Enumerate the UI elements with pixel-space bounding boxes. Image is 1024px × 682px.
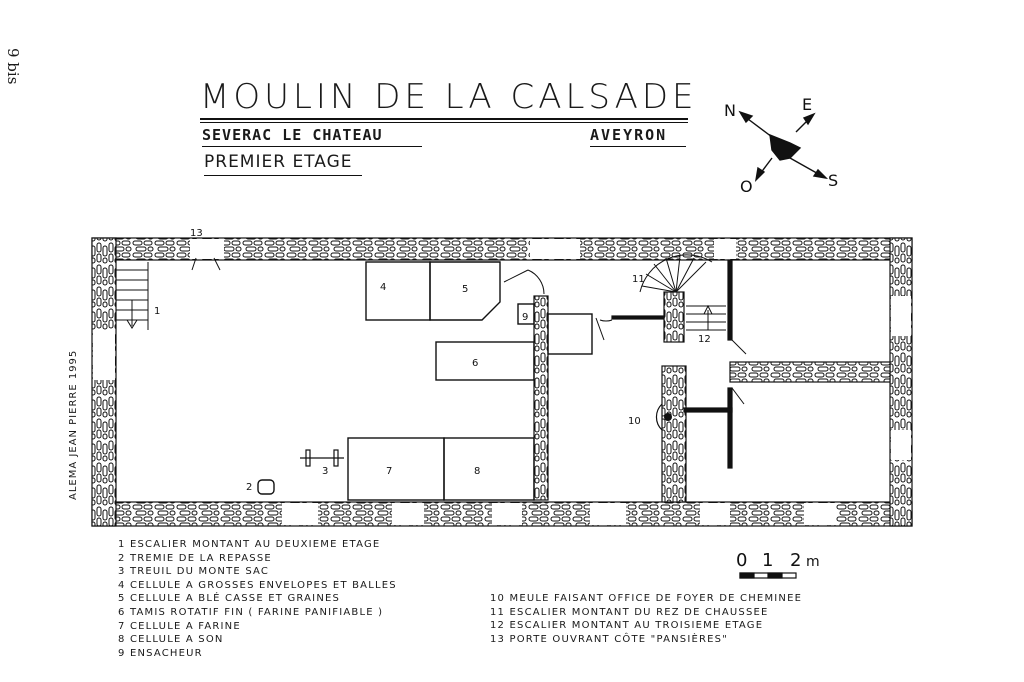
label-6: 6 — [472, 358, 478, 369]
scale-2: 2 — [790, 550, 801, 571]
label-13: 13 — [190, 228, 203, 239]
legend-item: 1 ESCALIER MONTANT AU DEUXIEME ETAGE — [118, 539, 381, 550]
label-7: 7 — [386, 466, 392, 477]
sieve-outline — [547, 313, 593, 355]
label-12: 12 — [698, 334, 711, 345]
cells — [257, 261, 593, 501]
cell-4 — [365, 261, 431, 321]
label-1: 1 — [154, 306, 160, 317]
scale-1: 1 — [762, 550, 773, 571]
label-4: 4 — [380, 282, 386, 293]
compass-e: E — [802, 95, 812, 114]
interior-walls — [533, 259, 891, 503]
scale-0: 0 — [736, 550, 747, 571]
legend-item: 13 PORTE OUVRANT CÔTE "PANSIÈRES" — [490, 633, 729, 645]
legend-item: 11 ESCALIER MONTANT DU REZ DE CHAUSSEE — [490, 606, 769, 618]
floor-label: PREMIER ETAGE — [204, 152, 353, 172]
label-9: 9 — [522, 312, 528, 323]
stair-12 — [686, 304, 726, 331]
scale-unit: m — [806, 554, 820, 570]
plan-title: MOULIN DE LA CALSADE — [200, 77, 698, 117]
stair-1 — [116, 262, 149, 330]
compass-s: S — [828, 171, 838, 190]
cell-7 — [347, 437, 445, 501]
legend-item: 6 TAMIS ROTATIF FIN ( FARINE PANIFIABLE … — [118, 606, 384, 618]
cell-8 — [443, 437, 535, 501]
scale-bar — [739, 572, 797, 579]
west-wall — [91, 237, 117, 527]
compass-o: O — [740, 177, 753, 196]
legend-item: 7 CELLULE A FARINE — [118, 620, 241, 632]
label-3: 3 — [322, 466, 328, 477]
department-name: AVEYRON — [590, 126, 668, 144]
hopper-2 — [257, 479, 275, 495]
plan-labels: 1 2 3 4 5 6 7 8 9 10 11 12 13 N E O S 0 … — [154, 95, 838, 571]
legend-item: 8 CELLULE A SON — [118, 634, 224, 646]
legend-item: 12 ESCALIER MONTANT AU TROISIEME ETAGE — [490, 620, 764, 632]
legend-item: 3 TREUIL DU MONTE SAC — [118, 566, 270, 578]
legend-item: 4 CELLULE A GROSSES ENVELOPES ET BALLES — [118, 579, 397, 591]
label-10: 10 — [628, 416, 641, 427]
legend-item: 9 ENSACHEUR — [118, 647, 203, 659]
outer-walls — [91, 237, 913, 527]
doors — [191, 257, 747, 405]
legend-item: 2 TREMIE DE LA REPASSE — [118, 552, 272, 564]
legend-right: 10 MEULE FAISANT OFFICE DE FOYER DE CHEM… — [490, 592, 802, 646]
label-2: 2 — [246, 482, 252, 493]
winch-3 — [300, 449, 344, 467]
east-rooms-wall — [729, 361, 891, 383]
legend-left: 1 ESCALIER MONTANT AU DEUXIEME ETAGE 2 T… — [118, 538, 397, 660]
town-underline — [202, 146, 422, 147]
title-underline — [200, 118, 688, 120]
title-underline-thin — [200, 122, 688, 123]
cell-5 — [429, 261, 501, 321]
cell-6 — [435, 341, 535, 381]
compass-n: N — [724, 101, 736, 120]
legend-item: 10 MEULE FAISANT OFFICE DE FOYER DE CHEM… — [490, 593, 803, 604]
hearth-wall — [661, 365, 687, 503]
bagger-9 — [517, 303, 535, 325]
town-name: SEVERAC LE CHATEAU — [202, 126, 383, 144]
east-wall — [889, 237, 913, 527]
stair-wall — [663, 291, 685, 343]
mill-partition-wall — [533, 295, 549, 501]
legend-item: 5 CELLULE A BLÉ CASSE ET GRAINES — [118, 593, 341, 605]
label-5: 5 — [462, 284, 468, 295]
floor-underline — [204, 175, 362, 176]
millstone-10 — [655, 403, 672, 431]
label-11: 11 — [632, 274, 645, 285]
spiral-stair-11 — [639, 254, 713, 293]
department-underline — [590, 146, 686, 147]
compass-rose — [738, 110, 829, 183]
label-8: 8 — [474, 466, 480, 477]
